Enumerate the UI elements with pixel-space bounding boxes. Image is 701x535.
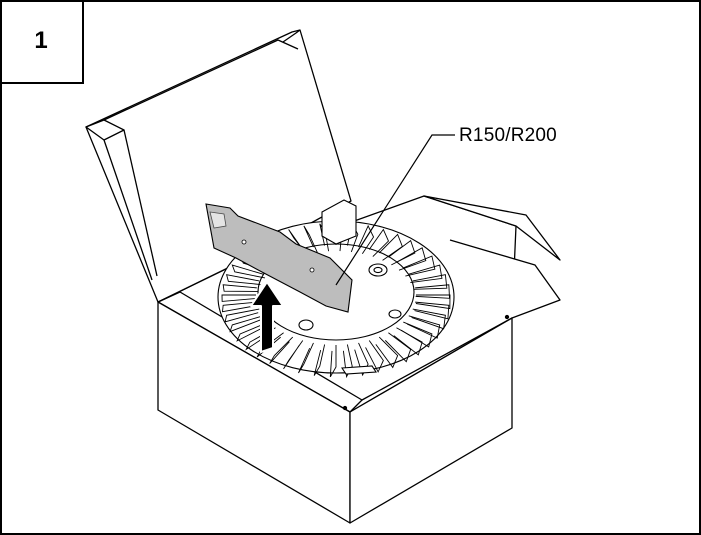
heatsink-fin [415,294,451,310]
heatsink-fin [378,233,403,261]
heatsink-fin [283,340,304,370]
heatsink-fin [269,336,294,364]
heatsink-fin [229,315,264,333]
up-arrow-icon [250,281,284,353]
heatsink-fin [415,284,450,299]
heatsink-fin [365,340,384,373]
heatsink-fin [224,308,260,323]
heatsink-fin [303,225,318,253]
heatsink-fin [221,301,257,313]
heatsink-fin [414,301,450,320]
heatsink-fin [393,327,423,356]
heatsink-fin [375,336,399,369]
heatsink-fin [313,344,326,376]
heatsink-fin [329,345,337,378]
heatsink-fin [368,228,390,257]
open-cardboard-box [85,29,561,524]
heatsink-fin [408,264,443,283]
step-number: 1 [0,0,84,84]
callout-label: R150/R200 [459,125,557,146]
heatsink-fin [222,284,258,292]
callout-leader [335,134,455,286]
heatsink-fin [231,264,266,279]
heatsink-fin [403,255,436,277]
heatsink-fin [412,274,448,290]
heatsink-fin [298,342,314,374]
heatsink-fin [411,308,446,330]
heatsink-fin [221,294,257,302]
heatsink-fin [396,247,427,271]
heatsink-fin [406,315,441,339]
protective-foam-card [205,203,353,313]
heatsink-fin [225,274,261,285]
heatsink-fin [384,332,412,363]
heatsink-fin [236,321,269,342]
